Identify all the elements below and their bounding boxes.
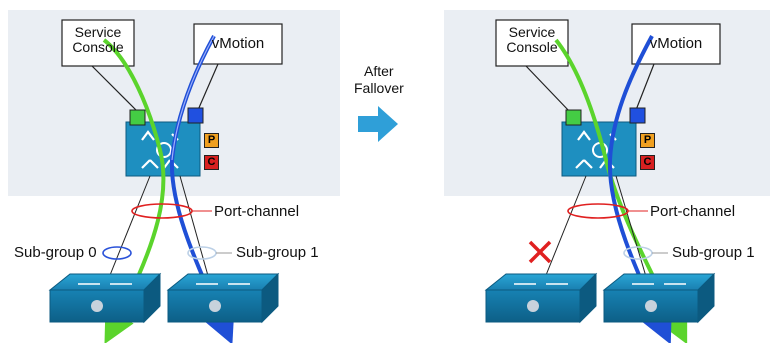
left-uplink-1 (179, 175, 213, 291)
right-service-console-label: Service Console (496, 25, 568, 55)
left-uplink-0 (103, 175, 151, 291)
left-vmotion-label: vMotion (194, 36, 282, 51)
right-port-channel-label: Port-channel (650, 203, 736, 220)
left-channel-badge: C (204, 155, 219, 170)
left-physical-switch-1 (166, 272, 280, 324)
right-primary-badge: P (640, 133, 655, 148)
right-vmotion-label: vMotion (632, 36, 720, 51)
left-green-port (129, 109, 146, 126)
right-vmotion-text: vMotion (649, 35, 703, 52)
fallover-label: Fallover (354, 80, 404, 96)
link-failure-icon (528, 240, 552, 264)
right-panel (444, 10, 770, 343)
left-panel (8, 10, 340, 343)
left-service-console-path (102, 38, 166, 343)
after-label: After (364, 63, 394, 79)
left-port-channel-label: Port-channel (214, 203, 300, 220)
right-subgroup1-label: Sub-group 1 (672, 244, 755, 261)
left-primary-badge: P (204, 133, 219, 148)
right-uplink-1 (615, 175, 651, 291)
left-sc-connector (91, 65, 139, 113)
right-physical-switch-0 (484, 272, 598, 324)
right-service-console-text: Service Console (506, 24, 558, 55)
left-service-console-text: Service Console (72, 24, 124, 55)
left-physical-switch-0 (48, 272, 162, 324)
right-vm-connector (635, 63, 655, 111)
left-service-console-label: Service Console (62, 25, 134, 55)
right-green-port (565, 109, 582, 126)
left-vmotion-text: vMotion (211, 35, 265, 52)
left-vm-connector (197, 63, 219, 111)
right-sc-connector (525, 65, 571, 113)
left-subgroup0-label: Sub-group 0 (14, 244, 97, 261)
right-port-channel-ellipse (567, 203, 629, 219)
right-physical-switch-1 (602, 272, 716, 324)
right-channel-badge: C (640, 155, 655, 170)
fallover-arrow (358, 106, 398, 142)
right-uplink-0 (539, 175, 587, 291)
right-blue-port (629, 107, 646, 124)
left-subgroup1-label: Sub-group 1 (236, 244, 319, 261)
left-blue-port (187, 107, 204, 124)
right-arrow-icon (358, 106, 398, 142)
left-subgroup0-ellipse (102, 246, 132, 260)
